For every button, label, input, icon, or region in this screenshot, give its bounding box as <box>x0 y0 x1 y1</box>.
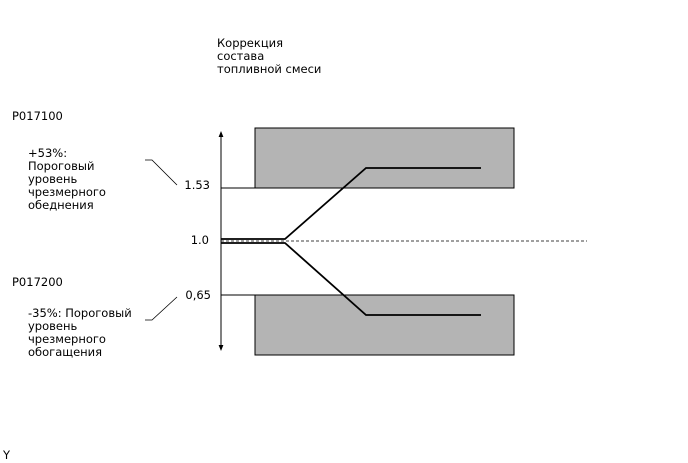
corner-mark: Y <box>3 448 11 462</box>
upper-leader-line <box>145 159 178 186</box>
tick-label-center: 1.0 <box>190 233 209 247</box>
tick-label-upper: 1.53 <box>184 178 210 192</box>
upper-trim-trace <box>221 167 481 240</box>
upper-code-label: P017100 <box>12 109 63 123</box>
lower-leader-line <box>145 296 178 321</box>
lower-code-label: P017200 <box>12 275 63 289</box>
lower-threshold-description: -35%: Пороговый уровень чрезмерного обог… <box>28 306 132 359</box>
lower-threshold-band <box>254 294 515 356</box>
lower-trim-trace <box>221 242 481 316</box>
diagram-title: Коррекция состава топливной смеси <box>217 36 322 76</box>
upper-threshold-band <box>254 127 515 189</box>
tick-label-lower: 0,65 <box>185 288 211 302</box>
upper-threshold-description: +53%: Пороговый уровень чрезмерного обед… <box>28 146 106 212</box>
